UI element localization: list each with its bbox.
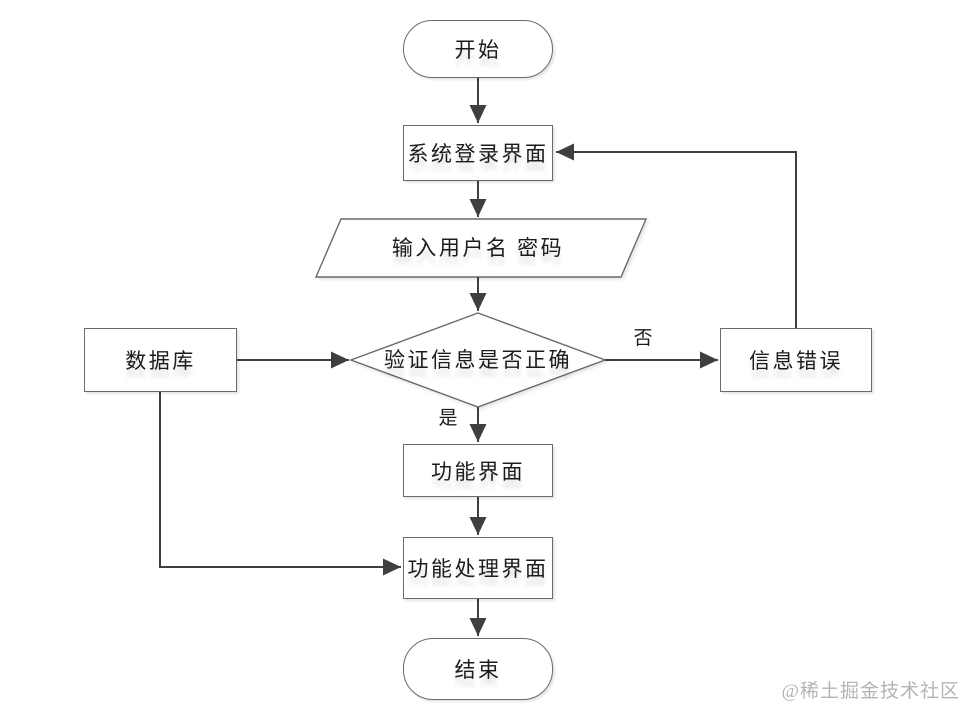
node-start-label: 开始 [454,38,502,62]
edge-label-no: 否 [633,328,653,349]
node-verify-label: 验证信息是否正确 [384,348,572,372]
node-database: 数据库 [84,328,237,392]
edge-label-yes: 是 [438,408,458,429]
node-error-label: 信息错误 [749,349,843,373]
node-login-label: 系统登录界面 [407,142,549,166]
parallelogram-shape-input [314,218,648,278]
node-login: 系统登录界面 [403,125,553,181]
node-function-process-label: 功能处理界面 [407,557,549,581]
node-function-ui: 功能界面 [403,444,553,497]
watermark-text: @稀土掘金技术社区 [781,681,960,702]
edge-database-to-function-process [159,392,401,576]
node-database-label: 数据库 [125,349,196,373]
edge-error-to-login [556,143,797,328]
node-error: 信息错误 [720,328,872,392]
node-input-label: 输入用户名 密码 [391,236,565,260]
node-start: 开始 [403,20,553,78]
node-end-label: 结束 [454,658,502,682]
node-function-ui-label: 功能界面 [431,459,525,484]
node-end: 结束 [403,638,553,700]
node-function-process: 功能处理界面 [403,537,553,599]
